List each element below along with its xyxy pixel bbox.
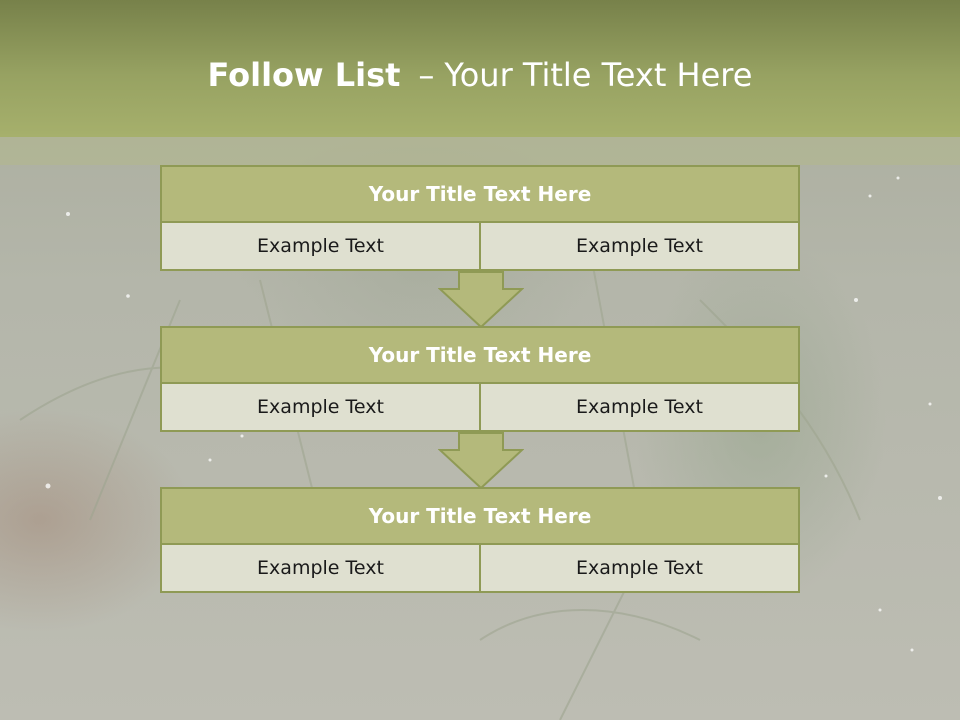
- slide-title-separator: –: [418, 56, 435, 94]
- flow-block-2: Your Title Text Here Example Text Exampl…: [160, 326, 800, 432]
- down-arrow-icon: [438, 432, 524, 490]
- title-band: [0, 0, 960, 137]
- flow-block-1: Your Title Text Here Example Text Exampl…: [160, 165, 800, 271]
- block-item-left: Example Text: [160, 221, 481, 271]
- slide-title-rest: Your Title Text Here: [444, 56, 753, 94]
- block-item-left: Example Text: [160, 382, 481, 432]
- block-title: Your Title Text Here: [160, 165, 800, 223]
- slide-title: Follow List–Your Title Text Here: [0, 52, 960, 98]
- subtitle-band: [0, 137, 960, 165]
- block-items: Example Text Example Text: [160, 543, 800, 593]
- block-title: Your Title Text Here: [160, 326, 800, 384]
- block-title: Your Title Text Here: [160, 487, 800, 545]
- block-item-right: Example Text: [479, 543, 800, 593]
- block-item-right: Example Text: [479, 221, 800, 271]
- block-item-right: Example Text: [479, 382, 800, 432]
- flow-block-3: Your Title Text Here Example Text Exampl…: [160, 487, 800, 593]
- block-items: Example Text Example Text: [160, 382, 800, 432]
- block-items: Example Text Example Text: [160, 221, 800, 271]
- slide-title-bold: Follow List: [207, 56, 401, 94]
- block-item-left: Example Text: [160, 543, 481, 593]
- down-arrow-icon: [438, 271, 524, 329]
